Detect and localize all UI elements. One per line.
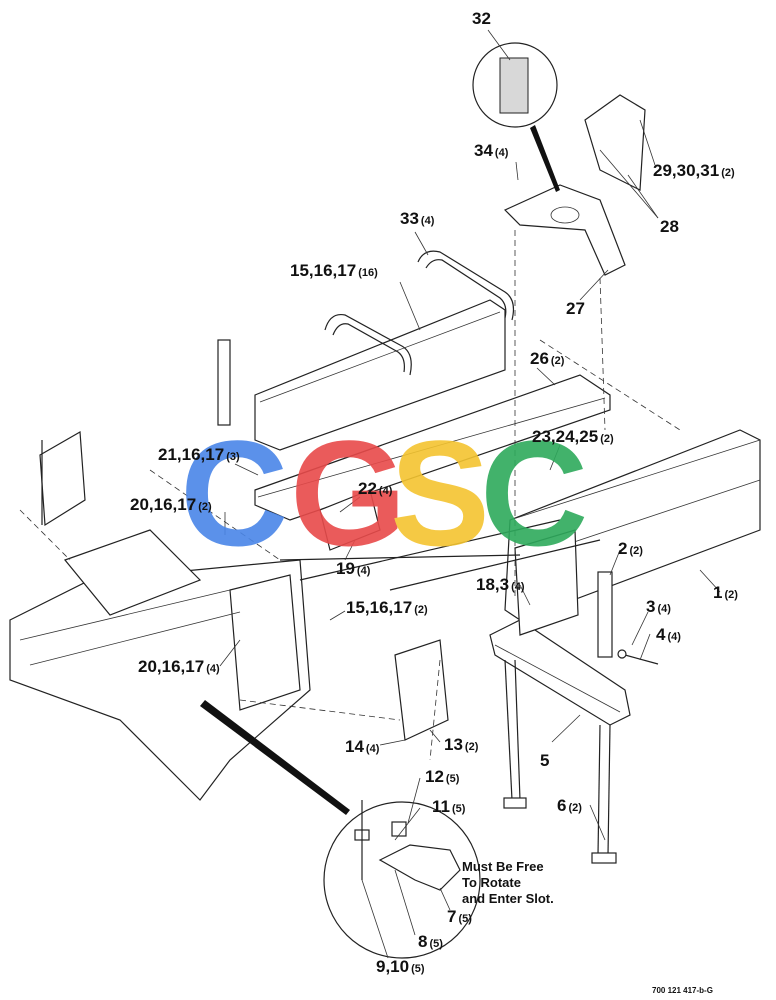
watermark: C G S C xyxy=(180,409,588,577)
watermark-letter-4: C xyxy=(480,409,588,577)
callout-12: 12(5) xyxy=(425,767,460,786)
callout-5: 5 xyxy=(540,751,549,770)
callout-20-16-17-lower: 20,16,17(4) xyxy=(138,657,220,676)
callout-3: 3(4) xyxy=(646,597,671,616)
callout-15-16-17-lower: 15,16,17(2) xyxy=(346,598,428,617)
callout-19: 19(4) xyxy=(336,559,371,578)
callout-29-30-31: 29,30,31(2) xyxy=(653,161,735,180)
callout-28: 28 xyxy=(660,217,679,236)
callout-15-16-17-top: 15,16,17(16) xyxy=(290,261,378,280)
callout-6: 6(2) xyxy=(557,796,582,815)
callout-26: 26(2) xyxy=(530,349,565,368)
callout-11: 11(5) xyxy=(432,797,466,816)
callout-4: 4(4) xyxy=(656,625,681,644)
callout-23-24-25: 23,24,25(2) xyxy=(532,427,614,446)
callout-2: 2(2) xyxy=(618,539,643,558)
rotation-note: Must Be Free To Rotate and Enter Slot. xyxy=(462,859,554,906)
watermark-letter-1: C xyxy=(180,409,288,577)
note-line-2: To Rotate xyxy=(462,875,521,890)
callout-9-10: 9,10(5) xyxy=(376,957,425,976)
leader-lines xyxy=(219,29,721,959)
callout-22: 22(4) xyxy=(358,479,393,498)
callout-34: 34(4) xyxy=(474,141,509,160)
callout-18-3: 18,3(4) xyxy=(476,575,525,594)
callout-13: 13(2) xyxy=(444,735,479,754)
callout-33: 33(4) xyxy=(400,209,435,228)
callout-1: 1(2) xyxy=(713,583,738,602)
note-line-1: Must Be Free xyxy=(462,859,544,874)
callout-20-16-17-upper: 20,16,17(2) xyxy=(130,495,212,514)
document-number: 700 121 417-b-G xyxy=(652,986,713,995)
callout-32: 32 xyxy=(472,9,491,28)
callout-27: 27 xyxy=(566,299,585,318)
callouts: 32 34(4) 29,30,31(2) 28 27 33(4) 15,16,1… xyxy=(130,9,738,976)
callout-7: 7(5) xyxy=(447,907,472,926)
callout-8: 8(5) xyxy=(418,932,443,951)
watermark-letter-3: S xyxy=(390,409,490,577)
note-line-3: and Enter Slot. xyxy=(462,891,554,906)
callout-21-16-17: 21,16,17(3) xyxy=(158,445,240,464)
watermark-letter-2: G xyxy=(290,409,407,577)
frame-linework xyxy=(9,42,761,959)
callout-14: 14(4) xyxy=(345,737,380,756)
